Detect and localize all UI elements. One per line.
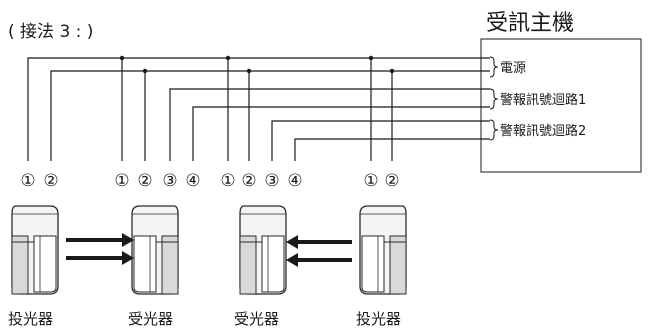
pin-label-d2-3: ③ [162,171,177,191]
receiver-title: 受訊主機 [486,11,574,36]
junction-dot-icon [225,55,231,61]
beam-arrows [66,233,352,267]
receiver-box [480,38,642,173]
pin-label-d2-1: ① [114,171,129,191]
diagram-caption: ( 接法 3 : ) [8,22,93,42]
terminal-label-alarm-loop-2: 警報訊號迴路2 [500,123,586,139]
wire-power-a [27,57,490,161]
pin-labels: ① ② ① ② ③ ④ ① ② ③ ④ ① ② [20,171,399,191]
bus-wires [27,57,490,161]
device-label-projector-2: 投光器 [356,310,401,328]
junction-dot-icon [142,68,148,74]
device-labels: 投光器 受光器 受光器 投光器 [8,310,401,328]
beam-arrowhead-icon [286,235,298,249]
beam-arrowhead-icon [286,253,298,267]
device-projector-1-beam-detector-icon [11,205,59,295]
pin-label-d4-1: ① [363,171,378,191]
pin-label-d1-2: ② [43,171,58,191]
pin-label-d1-1: ① [20,171,35,191]
wire-power-b [50,70,490,161]
terminal-label-power: 電源 [500,61,526,76]
pin-label-d3-3: ③ [264,171,279,191]
device-projector-2-beam-detector-icon [360,206,406,294]
wire-alarm2-a [271,120,490,161]
pin-label-d3-4: ④ [287,171,302,191]
device-receiver-2-beam-detector-icon [239,205,287,295]
device-label-receiver-2: 受光器 [234,310,279,328]
beam-arrowhead-icon [122,233,134,247]
junction-dot-icon [246,68,252,74]
device-label-projector-1: 投光器 [8,310,53,328]
pin-label-d3-2: ② [241,171,256,191]
device-receiver-1-beam-detector-icon [132,206,178,294]
wire-alarm1-b [192,106,490,161]
device-label-receiver-1: 受光器 [128,310,173,328]
junction-dot-icon [119,55,125,61]
brace-alarm-loop-2 [489,119,499,141]
brace-alarm-loop-1 [489,88,499,110]
beam-arrowhead-icon [122,251,134,265]
pin-label-d2-2: ② [137,171,152,191]
junctions [119,55,395,74]
brace-power [489,56,499,78]
junction-dot-icon [389,68,395,74]
terminal-label-alarm-loop-1: 警報訊號迴路1 [500,92,586,108]
pin-label-d4-2: ② [384,171,399,191]
junction-dot-icon [368,55,374,61]
pin-label-d2-4: ④ [185,171,200,191]
wire-alarm2-b [294,138,490,161]
pin-label-d3-1: ① [220,171,235,191]
wire-alarm1-a [169,88,490,161]
